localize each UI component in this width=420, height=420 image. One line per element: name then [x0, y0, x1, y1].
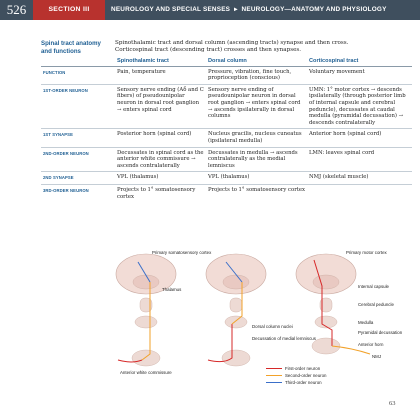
footer-page-number: 63: [389, 400, 396, 407]
intro-line: Corticospinal tract (descending tract) c…: [115, 47, 302, 54]
corticospinal-panel: Primary motor cortex Internal capsule Ce…: [295, 250, 403, 359]
table-cell: Anterior horn (spinal cord): [307, 128, 412, 148]
table-cell: Pain, temperature: [115, 65, 206, 85]
page-number: 526: [0, 0, 33, 20]
cortex-section: [295, 253, 357, 295]
subchapter-name: NEUROLOGY—ANATOMY AND PHYSIOLOGY: [241, 6, 387, 13]
column-header: [41, 57, 115, 67]
label-anterior-white-commissure: Anterior white commissure: [120, 370, 172, 375]
legend-swatch: [266, 367, 282, 370]
table-cell: Decussates in spinal cord as the anterio…: [115, 146, 206, 172]
chapter-name: NEUROLOGY AND SPECIAL SENSES: [111, 6, 231, 13]
table-cell: Projects to 1° somatosensory cortex: [115, 183, 206, 203]
tract-pathway-figure: Primary somatosensory cortex Thalamus An…: [108, 246, 408, 394]
label-decussation-medial-lemniscus: Decussation of medial lemniscus: [252, 336, 317, 341]
table-cell: Voluntary movement: [307, 65, 412, 85]
row-label: 2ND SYNAPSE: [41, 171, 115, 185]
table-cell: Sensory nerve ending of pseudounipolar n…: [206, 83, 307, 129]
table-row: FUNCTION Pain, temperature Pressure, vib…: [41, 65, 412, 85]
medulla-section: [224, 315, 248, 329]
row-label: 1ST-ORDER NEURON: [41, 83, 115, 129]
dorsal-column-panel: Dorsal column nuclei Decussation of medi…: [205, 253, 317, 367]
tract-diagram: Primary somatosensory cortex Thalamus An…: [115, 250, 403, 375]
spinal-cord-section: [311, 337, 341, 355]
brainstem-shape: [139, 297, 153, 313]
label-thalamus: Thalamus: [162, 287, 182, 292]
spinal-tract-table: Spinothalamic tract Dorsal column Cortic…: [41, 57, 412, 203]
table-cell: Pressure, vibration, fine touch, proprio…: [206, 65, 307, 85]
column-header: Spinothalamic tract: [115, 57, 206, 67]
intro-text: Spinothalamic tract and dorsal column (a…: [115, 40, 410, 54]
table-cell: NMJ (skeletal muscle): [307, 171, 412, 185]
legend-item: Third-order neuron: [266, 379, 356, 386]
label-internal-capsule: Internal capsule: [358, 284, 390, 289]
table-cell: Sensory nerve ending (Aδ and C fibers) o…: [115, 83, 206, 129]
legend-swatch: [266, 381, 282, 384]
second-order-path: [141, 282, 151, 361]
second-order-path: [231, 282, 243, 325]
table-header-row: Spinothalamic tract Dorsal column Cortic…: [41, 57, 412, 67]
neuron-legend: First-order neuron Second-order neuron T…: [266, 365, 356, 386]
third-order-path: [137, 261, 151, 283]
table-cell: UMN: 1° motor cortex → descends ipsilate…: [307, 83, 412, 129]
legend-label: First-order neuron: [285, 366, 321, 371]
table-cell: LMN: leaves spinal cord: [307, 146, 412, 172]
row-label: 3RD-ORDER NEURON: [41, 183, 115, 203]
table-row: 1ST-ORDER NEURON Sensory nerve ending (A…: [41, 83, 412, 129]
thalamus-shape: [222, 274, 250, 290]
brainstem-shape: [229, 297, 243, 313]
label-somatosensory-cortex: Primary somatosensory cortex: [152, 250, 212, 255]
cortex-section: [115, 253, 177, 295]
third-order-path: [225, 261, 243, 283]
table-row: 2ND SYNAPSE VPL (thalamus) VPL (thalamus…: [41, 171, 412, 185]
chevron-right-icon: ▸: [234, 6, 238, 13]
label-nmj: NMJ: [372, 354, 381, 359]
spinothalamic-panel: Primary somatosensory cortex Thalamus An…: [115, 250, 212, 375]
table-cell: Nucleus gracilis, nucleus cuneatus (ipsi…: [206, 128, 307, 148]
capsule-shape: [312, 274, 340, 290]
running-header: 526 SECTION III NEUROLOGY AND SPECIAL SE…: [0, 0, 420, 20]
chapter-title: NEUROLOGY AND SPECIAL SENSES▸NEUROLOGY—A…: [105, 0, 420, 20]
column-header: Corticospinal tract: [307, 57, 412, 67]
spinal-cord-section: [221, 349, 251, 367]
label-cerebral-peduncle: Cerebral peduncle: [358, 302, 394, 307]
legend-item: First-order neuron: [266, 365, 356, 372]
label-medulla: Medulla: [358, 320, 374, 325]
intro-line: Spinothalamic tract and dorsal column (a…: [115, 40, 349, 46]
table-row: 1ST SYNAPSE Posterior horn (spinal cord)…: [41, 128, 412, 148]
table-cell: VPL (thalamus): [206, 171, 307, 185]
first-order-path: [313, 259, 333, 346]
medulla-section: [314, 315, 338, 329]
first-order-path: [207, 324, 233, 363]
legend-label: Third-order neuron: [285, 380, 322, 385]
column-header: Dorsal column: [206, 57, 307, 67]
first-order-path: [117, 359, 143, 363]
table-row: 2ND-ORDER NEURON Decussates in spinal co…: [41, 146, 412, 172]
table-cell: VPL (thalamus): [115, 171, 206, 185]
medulla-section: [134, 315, 158, 329]
legend-label: Second-order neuron: [285, 373, 327, 378]
table-cell: Projects to 1° somatosensory cortex: [206, 183, 307, 203]
label-anterior-horn: Anterior horn: [358, 342, 384, 347]
legend-swatch: [266, 374, 282, 377]
label-dorsal-column-nuclei: Dorsal column nuclei: [252, 324, 293, 329]
table-cell: Posterior horn (spinal cord): [115, 128, 206, 148]
label-primary-motor-cortex: Primary motor cortex: [346, 250, 388, 255]
section-label: SECTION III: [33, 0, 105, 20]
thalamus-shape: [132, 274, 160, 290]
topic-title: Spinal tract anatomy and functions: [41, 40, 101, 55]
legend-item: Second-order neuron: [266, 372, 356, 379]
table-cell: [307, 183, 412, 203]
label-pyramidal-decussation: Pyramidal decussation: [358, 330, 403, 335]
row-label: FUNCTION: [41, 65, 115, 85]
row-label: 2ND-ORDER NEURON: [41, 146, 115, 172]
spinal-cord-section: [131, 349, 161, 367]
second-order-path: [331, 345, 371, 355]
peduncle-shape: [319, 297, 333, 313]
table-cell: Decussates in medulla → ascends contrala…: [206, 146, 307, 172]
row-label: 1ST SYNAPSE: [41, 128, 115, 148]
table-row: 3RD-ORDER NEURON Projects to 1° somatose…: [41, 183, 412, 203]
